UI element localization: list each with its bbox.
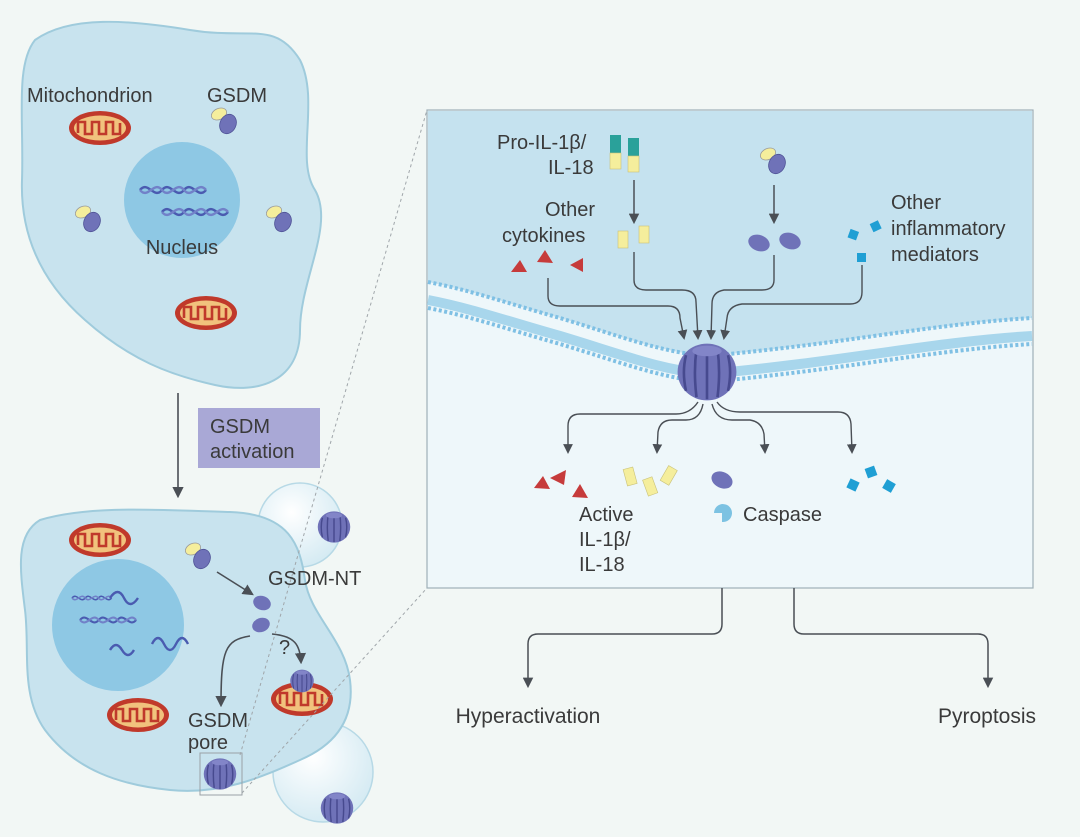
cytokine-icon (511, 260, 527, 272)
mitochondrion-icon (105, 696, 171, 734)
pyroptosis-arrow (793, 588, 994, 689)
cytokine-icon (534, 476, 550, 489)
mitochondrion-icon (173, 294, 239, 332)
mediator-icon (857, 253, 866, 262)
gsdm-pore-label-line1: GSDM (188, 710, 248, 732)
resting-cell: Mitochondrion GSDM Nucleus (20, 20, 323, 389)
zoom-source-box (199, 752, 243, 796)
cytokine-icon (537, 250, 553, 263)
hyperactivation-arrow (522, 588, 723, 689)
mediator-icon (882, 479, 896, 493)
zoom-panel: Pro-IL-1β/ IL-18 Other cytokines Other i… (426, 109, 1034, 589)
pore-formation-arrow (215, 635, 251, 708)
gsdm-nt-icon (779, 232, 801, 250)
active-il-label-line1: Active (579, 504, 633, 526)
cleavage-arrow (216, 571, 254, 596)
activation-label-line1: GSDM (210, 416, 270, 438)
outcome-hyperactivation: Hyperactivation (456, 705, 601, 728)
gsdm-pore-icon (320, 791, 354, 825)
dna-fragment-icon (150, 636, 190, 652)
active-il-label-line2: IL-1β/ (579, 529, 631, 551)
other-cytokines-label-line2: cytokines (502, 225, 585, 247)
activated-cell: ? GSDM-NT GSDM pore (19, 482, 374, 825)
pro-il-label-line2: IL-18 (548, 157, 594, 179)
mediator-icon (847, 228, 860, 241)
efflux-arrow (633, 252, 703, 340)
gsdm-pore-icon (203, 757, 237, 791)
membrane-outer-leaflet (427, 280, 1033, 359)
dna-fragment-icon (109, 590, 139, 606)
mito-targeting-arrow (271, 633, 307, 665)
release-arrow (563, 401, 699, 454)
gsdm-nt-icon (253, 595, 271, 611)
cytokine-icon (570, 258, 583, 272)
other-mediators-label-line3: mediators (891, 244, 979, 266)
release-arrow (716, 401, 857, 454)
release-arrow (711, 403, 770, 454)
il-icon (622, 466, 638, 487)
gsdm-nt-icon (748, 234, 770, 252)
pro-il-icon (627, 155, 640, 173)
release-arrow (652, 403, 704, 454)
il-icon (659, 465, 678, 486)
caspase-icon (714, 504, 732, 523)
activation-label-line2: activation (210, 441, 295, 463)
gsdm-label: GSDM (207, 85, 267, 107)
zoom-guide-line (239, 109, 428, 756)
mitochondrion-label: Mitochondrion (27, 85, 153, 107)
gsdm-pore-icon (676, 342, 738, 402)
zoom-guide-line (241, 587, 428, 794)
mitochondrion-icon (67, 109, 133, 147)
mediator-icon (846, 478, 860, 492)
activation-box (198, 408, 320, 468)
gsdm-pore-icon (289, 669, 315, 693)
efflux-arrow (720, 265, 863, 340)
pro-il-icon (628, 138, 639, 156)
active-il-label-line3: IL-18 (579, 554, 625, 576)
question-mark: ? (279, 637, 290, 659)
gsdm-pore-icon (317, 510, 351, 544)
dna-fragment-icon (108, 643, 136, 657)
gsdm-pore-label-line2: pore (188, 732, 228, 754)
nucleus-icon (124, 142, 240, 258)
nucleus-icon (52, 559, 184, 691)
pro-il-label-line1: Pro-IL-1β/ (497, 132, 587, 154)
gsdm-nt-label: GSDM-NT (268, 568, 361, 590)
pro-il-icon (609, 152, 622, 170)
il-icon (617, 230, 629, 249)
other-cytokines-label-line1: Other (545, 199, 595, 221)
membrane-inner-leaflet (427, 306, 1033, 385)
cytokine-icon (572, 484, 588, 498)
efflux-arrow (706, 255, 775, 340)
mediator-icon (864, 465, 878, 479)
extracellular-space (428, 111, 1032, 356)
cytokine-icon (550, 470, 566, 485)
il-icon (638, 225, 650, 244)
efflux-arrow (547, 278, 688, 340)
outcome-pyroptosis: Pyroptosis (938, 705, 1036, 728)
other-mediators-label-line1: Other (891, 192, 941, 214)
gsdm-nt-icon (252, 617, 270, 633)
nucleus-label: Nucleus (146, 237, 218, 259)
gsdm-nt-icon (711, 471, 733, 489)
mediator-icon (869, 220, 882, 233)
pro-il-icon (610, 135, 621, 153)
il-icon (642, 476, 659, 497)
mitochondrion-icon (67, 521, 133, 559)
caspase-label: Caspase (743, 504, 822, 526)
other-mediators-label-line2: inflammatory (891, 218, 1005, 240)
